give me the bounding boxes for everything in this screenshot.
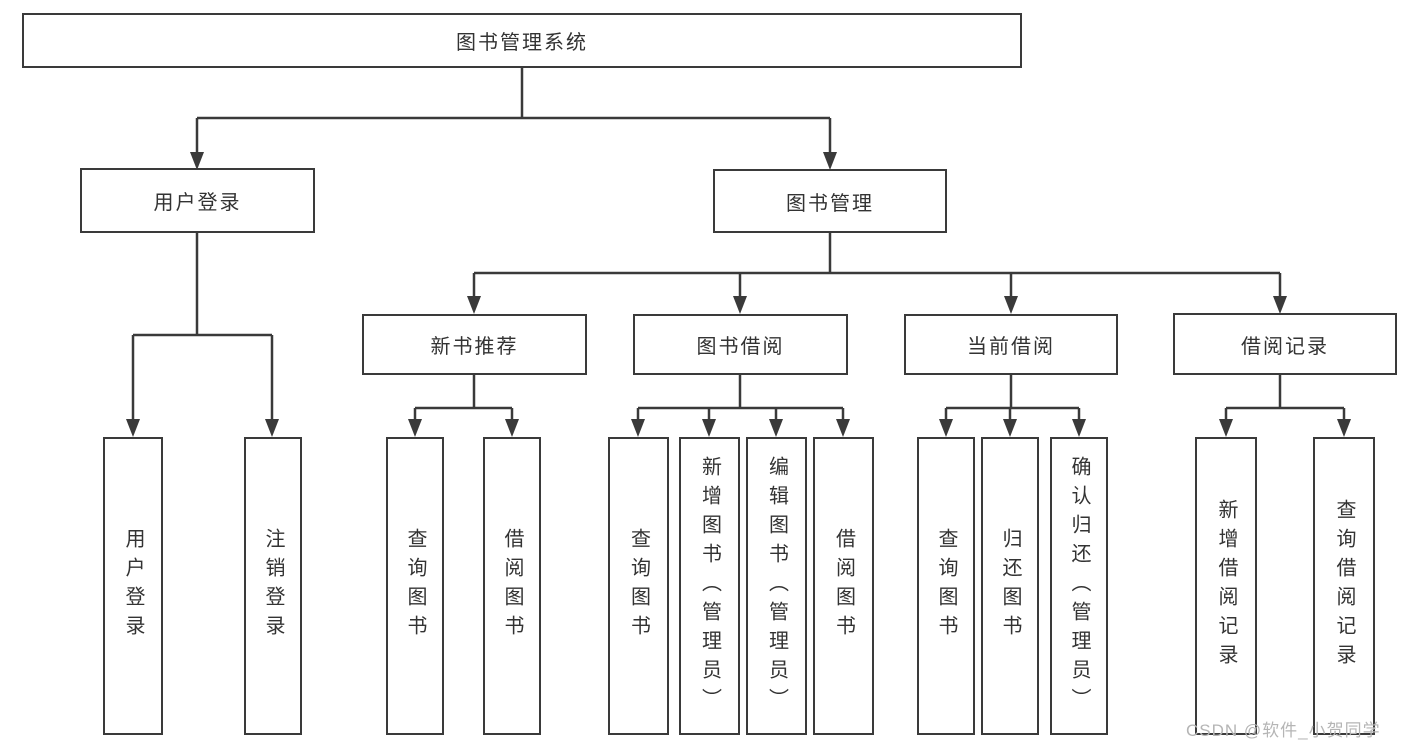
leaf-query-borrow-record-label: 查询借阅记录	[1333, 499, 1355, 673]
leaf-query-books-recommend-label: 查询图书	[404, 528, 426, 644]
leaf-add-book-admin-label: 新增图书（管理员）	[698, 455, 721, 717]
node-library-management-system: 图书管理系统	[22, 13, 1022, 68]
leaf-borrow-books-recommend-label: 借阅图书	[501, 528, 523, 644]
node-borrowing-records: 借阅记录	[1173, 313, 1397, 375]
leaf-confirm-return-admin-label: 确认归还（管理员）	[1068, 455, 1090, 717]
leaf-add-borrow-record-label: 新增借阅记录	[1215, 499, 1237, 673]
node-new-book-recommend: 新书推荐	[362, 314, 587, 375]
node-current-borrowing: 当前借阅	[904, 314, 1118, 375]
leaf-logout-login-label: 注销登录	[262, 528, 284, 644]
leaf-query-books-current: 查询图书	[917, 437, 975, 735]
leaf-borrow-books: 借阅图书	[813, 437, 874, 735]
leaf-query-books-recommend: 查询图书	[386, 437, 444, 735]
leaf-add-book-admin: 新增图书（管理员）	[679, 437, 740, 735]
leaf-logout-login: 注销登录	[244, 437, 302, 735]
leaf-add-borrow-record: 新增借阅记录	[1195, 437, 1257, 735]
leaf-borrow-books-label: 借阅图书	[832, 528, 855, 644]
node-book-borrowing: 图书借阅	[633, 314, 848, 375]
leaf-query-books-current-label: 查询图书	[935, 528, 957, 644]
leaf-confirm-return-admin: 确认归还（管理员）	[1050, 437, 1108, 735]
leaf-query-books-borrowing: 查询图书	[608, 437, 669, 735]
leaf-edit-book-admin-label: 编辑图书（管理员）	[765, 455, 788, 717]
leaf-query-borrow-record: 查询借阅记录	[1313, 437, 1375, 735]
leaf-edit-book-admin: 编辑图书（管理员）	[746, 437, 807, 735]
leaf-user-login: 用户登录	[103, 437, 163, 735]
csdn-watermark: CSDN @软件_小贺同学	[1186, 721, 1381, 740]
leaf-return-books: 归还图书	[981, 437, 1039, 735]
leaf-return-books-label: 归还图书	[999, 528, 1021, 644]
leaf-query-books-borrowing-label: 查询图书	[627, 528, 650, 644]
node-user-login: 用户登录	[80, 168, 315, 233]
leaf-borrow-books-recommend: 借阅图书	[483, 437, 541, 735]
node-book-management: 图书管理	[713, 169, 947, 233]
leaf-user-login-label: 用户登录	[122, 528, 144, 644]
